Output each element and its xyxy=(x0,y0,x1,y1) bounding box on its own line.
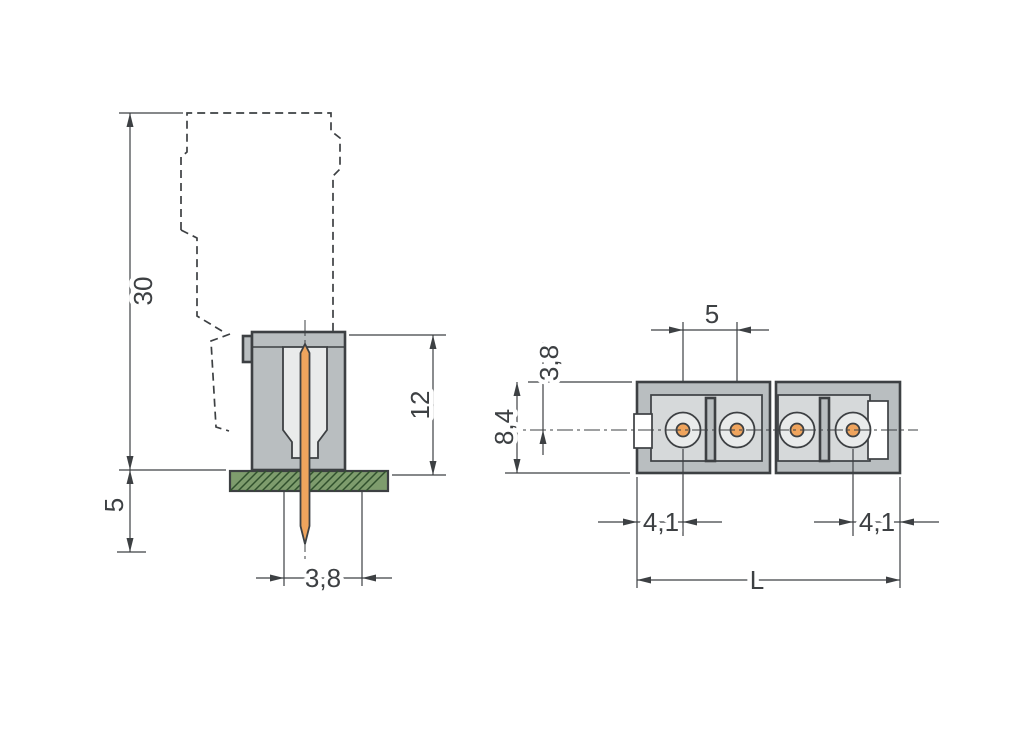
arrowhead xyxy=(126,470,134,484)
dim-body-height: 12 xyxy=(349,334,446,476)
dim-pin-below-board: 5 xyxy=(95,470,146,553)
arrowhead xyxy=(126,113,134,127)
arrowhead xyxy=(270,574,284,582)
arrowhead xyxy=(513,459,521,473)
dim-label-4-1-left: 4,1 xyxy=(643,507,679,537)
dim-total-height: 30 xyxy=(119,112,226,471)
arrowhead xyxy=(637,576,651,584)
ext-lines xyxy=(349,334,446,476)
latch-notch xyxy=(633,413,653,449)
ext-lines xyxy=(636,477,901,588)
mating-plug-outline-path xyxy=(180,112,341,331)
connector-segment-left xyxy=(633,380,772,475)
dim-label-5-side: 5 xyxy=(99,498,129,512)
connector-segment-right xyxy=(774,380,902,475)
solder-pin xyxy=(299,341,311,545)
arrowhead xyxy=(539,368,547,382)
arrowhead xyxy=(900,518,914,526)
dim-total-length: L xyxy=(636,477,901,600)
connector-body-section xyxy=(241,330,347,472)
arrowhead xyxy=(126,538,134,552)
top-view: 5 3,8 8,4 4,1 xyxy=(485,295,939,600)
arrowhead xyxy=(513,382,521,396)
arrowhead xyxy=(429,461,437,475)
arrowhead xyxy=(362,574,376,582)
dim-label-30: 30 xyxy=(128,277,158,306)
arrowhead xyxy=(539,430,547,444)
ext-lines xyxy=(283,492,363,586)
dim-label-3-8-top: 3,8 xyxy=(534,345,564,381)
arrowhead xyxy=(683,518,697,526)
arrowhead xyxy=(886,576,900,584)
dim-label-4-1-right: 4,1 xyxy=(859,507,895,537)
dim-label-L: L xyxy=(750,565,764,595)
arrowhead xyxy=(429,335,437,349)
dim-label-3-8-side: 3,8 xyxy=(305,563,341,593)
dim-pin-pitch: 5 xyxy=(651,295,769,381)
dim-pin-offset-side: 3,8 xyxy=(256,492,392,598)
mating-plug-outline xyxy=(180,112,341,432)
dim-label-12: 12 xyxy=(405,391,435,420)
arrowhead xyxy=(839,518,853,526)
arrowhead xyxy=(623,518,637,526)
mating-plug-latch-tooth xyxy=(210,333,231,432)
ext-lines xyxy=(682,322,738,381)
dim-label-8-4: 8,4 xyxy=(489,409,519,445)
arrowhead xyxy=(126,456,134,470)
dim-right-edge-to-pin: 4,1 xyxy=(814,449,939,542)
mating-plug-left-step xyxy=(180,229,223,332)
dim-label-5-top: 5 xyxy=(705,299,719,329)
latch-hook xyxy=(241,334,254,364)
dim-body-width: 8,4 xyxy=(485,382,630,474)
dim-center-offset: 3,8 xyxy=(528,340,632,455)
arrowhead xyxy=(669,326,683,334)
side-view: 30 5 12 3,8 xyxy=(95,112,446,598)
arrowhead xyxy=(737,326,751,334)
dim-left-edge-to-pin: 4,1 xyxy=(598,449,722,542)
